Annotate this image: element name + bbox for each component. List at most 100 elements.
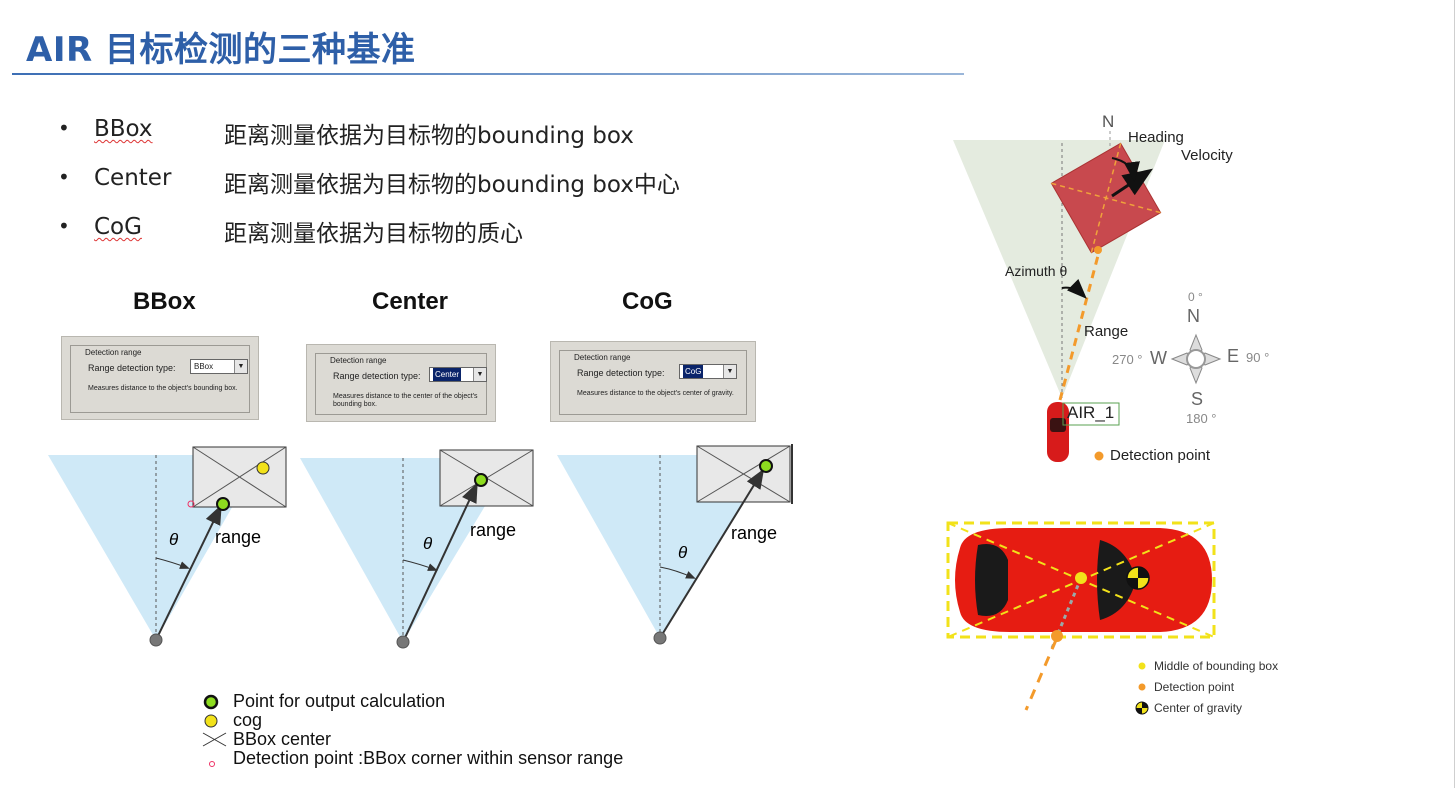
detection-legend-dot bbox=[1094, 451, 1104, 461]
range-label: range bbox=[470, 520, 517, 540]
bullet-desc: 距离测量依据为目标物的质心 bbox=[224, 221, 523, 247]
air-label-box bbox=[1062, 402, 1120, 426]
velocity-arrow bbox=[1111, 168, 1153, 198]
dialog-note: Measures distance to the object's center… bbox=[577, 390, 734, 397]
north-label: N bbox=[1102, 112, 1115, 131]
range-orange-line bbox=[1024, 639, 1058, 711]
cog-marker bbox=[256, 461, 270, 475]
azimuth-label: Azimuth θ bbox=[1005, 263, 1068, 279]
air-label: AIR_1 bbox=[1067, 403, 1115, 422]
dialog-note: Measures distance to the center of the o… bbox=[333, 393, 478, 408]
top-view-diagram bbox=[953, 130, 1222, 462]
sensor-origin bbox=[653, 631, 667, 645]
compass-s-deg: 180 ° bbox=[1186, 411, 1217, 426]
dropdown-arrow-icon[interactable]: ▼ bbox=[723, 365, 736, 378]
bullet-dot: • bbox=[58, 214, 70, 238]
panel-title-bbox: BBox bbox=[133, 288, 196, 315]
heading-label: Heading bbox=[1128, 129, 1184, 146]
theta-arc bbox=[155, 557, 190, 569]
dialog-group-label: Detection range bbox=[328, 356, 389, 365]
compass-icon bbox=[1170, 333, 1222, 385]
dialog-group: Detection range bbox=[315, 353, 487, 415]
range-label-topview: Range bbox=[1084, 323, 1129, 340]
legend-detection-icon bbox=[209, 761, 215, 767]
select-value: CoG bbox=[683, 365, 704, 378]
diagram-bbox bbox=[48, 446, 287, 647]
dropdown-arrow-icon[interactable]: ▼ bbox=[473, 368, 486, 381]
panel-title-center: Center bbox=[372, 288, 449, 315]
bullet-desc: 距离测量依据为目标物的bounding box bbox=[224, 123, 634, 149]
slide-title: AIR 目标检测的三种基准 bbox=[26, 30, 416, 70]
target-diagonal bbox=[1090, 143, 1122, 253]
bullet-dot: • bbox=[58, 165, 70, 189]
theta-arc bbox=[659, 566, 696, 579]
compass-n: N bbox=[1187, 306, 1200, 326]
title-underline bbox=[12, 73, 964, 75]
azimuth-arc bbox=[1061, 279, 1087, 299]
range-label: range bbox=[215, 527, 262, 547]
range-dialog-cog: Detection range Range detection type: Co… bbox=[550, 341, 756, 422]
compass-w-deg: 270 ° bbox=[1112, 352, 1143, 367]
legend-bbox-center-label: BBox center bbox=[233, 729, 332, 749]
car-legend-detection: Detection point bbox=[1154, 680, 1235, 694]
car-rear-window bbox=[975, 544, 1008, 616]
car-detection-dot bbox=[1051, 630, 1063, 642]
compass-s: S bbox=[1191, 389, 1204, 409]
compass-w: W bbox=[1150, 348, 1167, 368]
car-bbox-view bbox=[946, 521, 1216, 715]
range-arrow bbox=[155, 504, 222, 641]
legend-cog-label: cog bbox=[233, 710, 263, 730]
legend-cog-icon bbox=[204, 714, 218, 728]
diagram-cog bbox=[557, 444, 793, 645]
legend-cross-icon bbox=[202, 732, 227, 747]
car-bounding-box bbox=[946, 521, 1216, 639]
bullet-desc: 距离测量依据为目标物的bounding box中心 bbox=[224, 172, 680, 198]
range-type-select[interactable]: BBox ▼ bbox=[190, 359, 248, 374]
bbox-middle-dot bbox=[1075, 572, 1087, 584]
select-value: Center bbox=[433, 368, 462, 381]
range-dialog-center: Detection range Range detection type: Ce… bbox=[306, 344, 496, 422]
detection-point-label: Detection point bbox=[1110, 447, 1211, 464]
range-type-select[interactable]: CoG ▼ bbox=[679, 364, 737, 379]
range-line bbox=[1058, 247, 1102, 401]
bbox-diagonal bbox=[192, 446, 287, 508]
car-legend-middle: Middle of bounding box bbox=[1154, 659, 1279, 673]
legend-output-icon bbox=[203, 694, 219, 710]
bullet-term: CoG bbox=[94, 214, 142, 240]
dialog-range-label: Range detection type: bbox=[88, 363, 176, 373]
bullet-term: BBox bbox=[94, 116, 153, 142]
dialog-group: Detection range bbox=[70, 345, 250, 413]
velocity-label: Velocity bbox=[1181, 147, 1233, 164]
dialog-range-label: Range detection type: bbox=[577, 368, 665, 378]
sensor-origin bbox=[149, 633, 163, 647]
dialog-note: Measures distance to the object's boundi… bbox=[88, 385, 238, 392]
dropdown-arrow-icon[interactable]: ▼ bbox=[234, 360, 247, 373]
compass-e-deg: 90 ° bbox=[1246, 350, 1270, 365]
output-point-marker bbox=[759, 459, 773, 473]
heading-arc bbox=[1111, 157, 1140, 182]
dialog-range-label: Range detection type: bbox=[333, 371, 421, 381]
legend-detection-label: Detection point :BBox corner within sens… bbox=[233, 748, 624, 768]
bbox-diagonal bbox=[696, 445, 791, 503]
detection-point-marker bbox=[187, 500, 195, 508]
theta-label: θ bbox=[678, 543, 688, 562]
output-point-marker bbox=[474, 473, 488, 487]
range-arrow bbox=[659, 468, 765, 639]
range-type-select[interactable]: Center ▼ bbox=[429, 367, 487, 382]
sensor-origin bbox=[396, 635, 410, 649]
dialog-group-label: Detection range bbox=[572, 353, 633, 362]
diagram-center bbox=[300, 449, 534, 649]
compass-e: E bbox=[1227, 346, 1240, 366]
legend-middle-dot bbox=[1138, 662, 1146, 670]
theta-arc bbox=[402, 559, 438, 571]
output-point-marker bbox=[216, 497, 230, 511]
legend-output-label: Point for output calculation bbox=[233, 691, 446, 711]
range-arrow bbox=[402, 482, 478, 643]
dialog-group: Detection range bbox=[559, 350, 747, 415]
bullet-term: Center bbox=[94, 165, 172, 191]
detection-point-dot bbox=[1094, 246, 1102, 254]
theta-label: θ bbox=[423, 534, 433, 553]
ego-car-window bbox=[1050, 418, 1066, 432]
